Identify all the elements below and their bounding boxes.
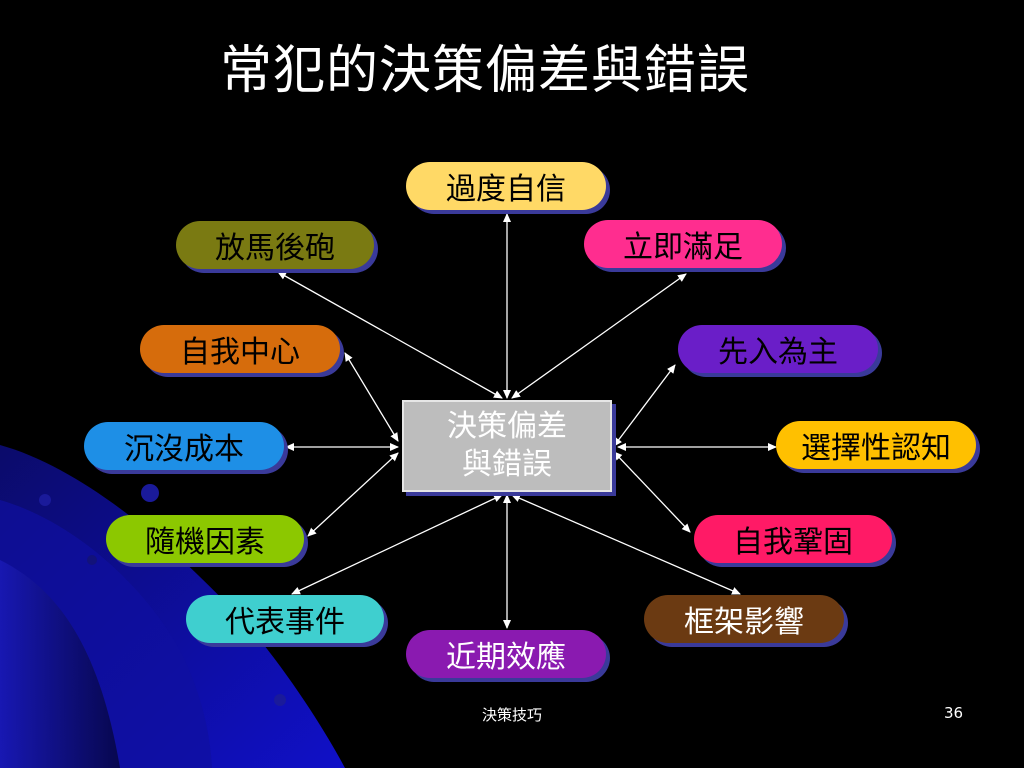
- node-label: 立即滿足: [623, 230, 743, 265]
- arrow-hindsight: [277, 271, 503, 399]
- node-label: 放馬後砲: [215, 231, 335, 266]
- node-label: 隨機因素: [145, 525, 265, 560]
- node-label: 框架影響: [684, 605, 804, 640]
- arrow-instant-gratification: [511, 273, 687, 399]
- node-label: 近期效應: [446, 640, 566, 675]
- node-framing: 框架影響: [644, 595, 844, 643]
- node-preconception: 先入為主: [678, 325, 878, 373]
- center-node-line1: 決策偏差: [447, 409, 567, 444]
- node-label: 自我鞏固: [733, 525, 853, 560]
- node-random-factors: 隨機因素: [106, 515, 304, 563]
- node-label: 過度自信: [446, 172, 566, 207]
- slide-title: 常犯的決策偏差與錯誤: [219, 41, 750, 101]
- arrow-representativeness: [291, 494, 503, 595]
- arrow-random-factors: [307, 452, 399, 537]
- node-selective-perception: 選擇性認知: [776, 421, 976, 469]
- center-node: 決策偏差 與錯誤: [402, 400, 612, 492]
- node-recency: 近期效應: [406, 630, 606, 678]
- node-hindsight: 放馬後砲: [176, 221, 374, 269]
- arrow-egocentrism: [344, 352, 399, 442]
- node-label: 沉沒成本: [124, 432, 244, 467]
- node-label: 先入為主: [718, 335, 838, 370]
- arrow-self-reinforcement: [613, 451, 691, 533]
- node-overconfidence: 過度自信: [406, 162, 606, 210]
- node-self-reinforcement: 自我鞏固: [694, 515, 892, 563]
- node-instant-gratification: 立即滿足: [584, 220, 782, 268]
- node-label: 選擇性認知: [801, 431, 951, 466]
- node-label: 自我中心: [180, 335, 300, 370]
- node-sunk-cost: 沉沒成本: [84, 422, 284, 470]
- node-egocentrism: 自我中心: [140, 325, 340, 373]
- node-representativeness: 代表事件: [186, 595, 384, 643]
- arrow-framing: [511, 494, 741, 595]
- slide-number: 36: [944, 704, 964, 722]
- node-label: 代表事件: [225, 605, 345, 640]
- arrow-preconception: [613, 364, 676, 447]
- footer-center-text: 決策技巧: [482, 706, 543, 724]
- center-node-line2: 與錯誤: [462, 447, 552, 482]
